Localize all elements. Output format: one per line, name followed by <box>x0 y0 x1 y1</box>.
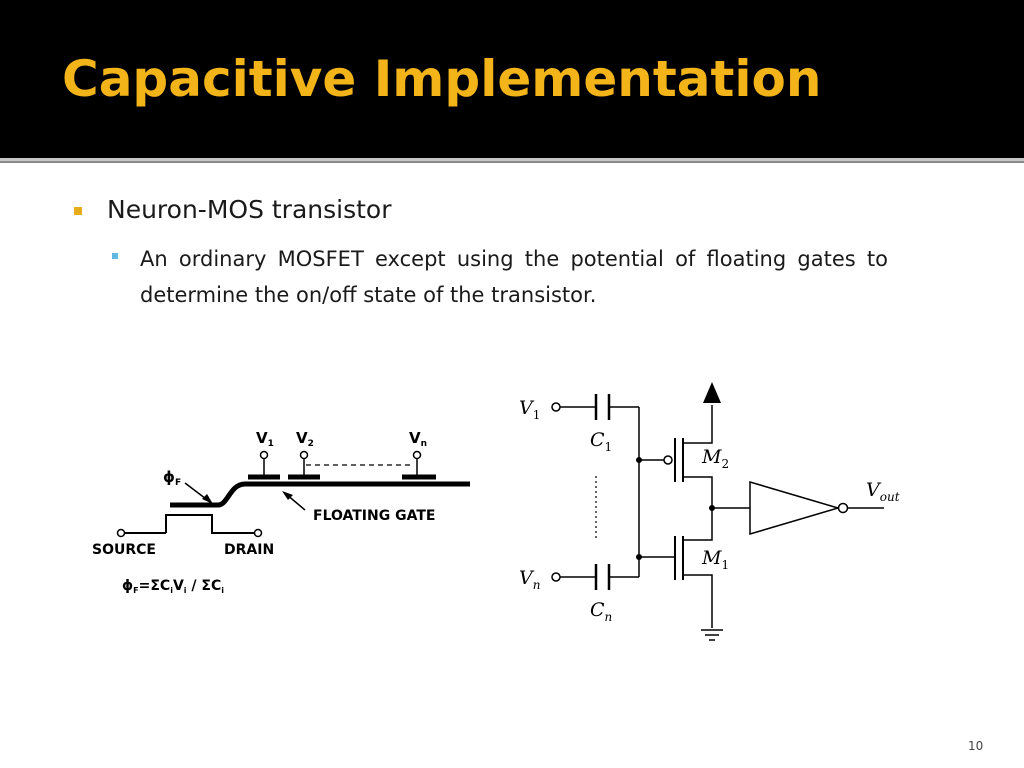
label-source: SOURCE <box>92 542 156 558</box>
label-drain: DRAIN <box>224 542 274 558</box>
drain-terminal <box>253 528 263 538</box>
label-m1: M1 <box>701 547 729 572</box>
label-c1: C1 <box>590 429 612 454</box>
bullet-square-icon <box>74 207 82 215</box>
label-vn: Vn <box>409 429 427 449</box>
label-vn-input: Vn <box>519 567 540 592</box>
label-v2: V2 <box>296 429 314 449</box>
channel-outline <box>165 514 258 534</box>
slide-header <box>0 0 1024 158</box>
header-divider-shadow <box>0 161 1024 163</box>
slide-title: Capacitive Implementation <box>62 50 822 108</box>
floating-gate <box>170 481 470 508</box>
label-floating-gate: FLOATING GATE <box>313 508 435 524</box>
floating-gate-formula: ϕF=ΣCiVi / ΣCi <box>122 578 224 595</box>
label-v1-input: V1 <box>519 397 540 422</box>
label-cn: Cn <box>590 599 612 624</box>
label-m2: M2 <box>701 446 729 471</box>
page-number: 10 <box>968 739 984 753</box>
label-v1: V1 <box>256 429 274 449</box>
source-terminal <box>116 528 126 538</box>
bullet-level1-text: Neuron-MOS transistor <box>107 195 392 224</box>
label-vout: Vout <box>866 479 900 504</box>
bullet-level2-text: An ordinary MOSFET except using the pote… <box>140 247 888 307</box>
label-phi-f: ϕF <box>163 468 181 488</box>
vdd-arrow-icon <box>703 382 721 403</box>
bullet-square-small-icon <box>112 253 118 259</box>
header-divider <box>0 158 1024 161</box>
